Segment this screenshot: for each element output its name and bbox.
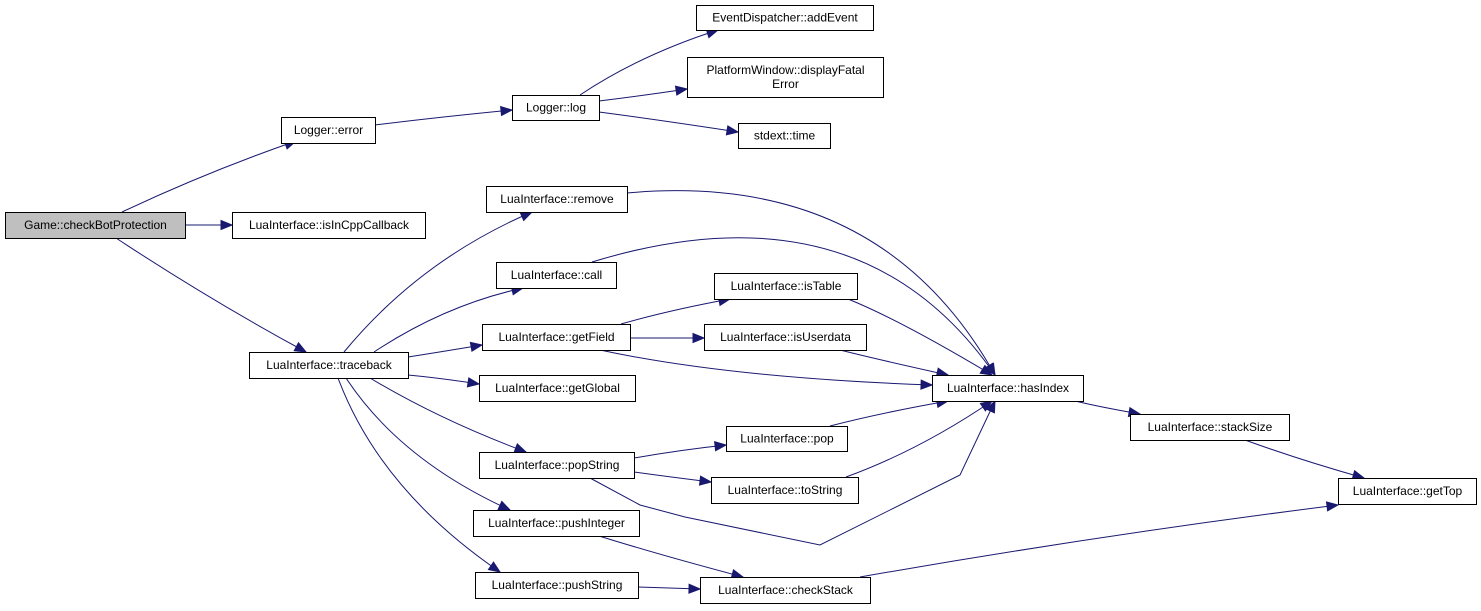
edge-game-checkbotprotection-to-luainterface-isincppcallback — [184, 219, 234, 231]
node-label: LuaInterface::pushString — [492, 578, 623, 592]
node-label: Logger::error — [294, 123, 363, 137]
edge-luainterface-pop-to-luainterface-hasindex — [829, 397, 950, 427]
edge-luainterface-traceback-to-luainterface-getfield — [407, 341, 484, 358]
node-label: LuaInterface::toString — [728, 483, 843, 497]
node-label: LuaInterface::checkStack — [718, 583, 854, 597]
node-luainterface-gettop[interactable]: LuaInterface::getTop — [1338, 478, 1477, 505]
node-label: LuaInterface::pushInteger — [488, 516, 625, 530]
edge-luainterface-popstring-to-luainterface-hasindex — [589, 399, 996, 546]
edge-luainterface-pushstring-to-luainterface-checkstack — [637, 583, 702, 594]
node-eventdispatcher-addevent[interactable]: EventDispatcher::addEvent — [696, 5, 874, 31]
call-edges — [115, 28, 1366, 594]
node-luainterface-pushstring[interactable]: LuaInterface::pushString — [475, 572, 639, 599]
node-label: LuaInterface::getGlobal — [495, 381, 620, 395]
node-luainterface-call[interactable]: LuaInterface::call — [496, 262, 617, 289]
edge-logger-error-to-logger-log — [374, 105, 514, 126]
edge-luainterface-traceback-to-luainterface-pushinteger — [345, 377, 512, 511]
node-game-checkbotprotection[interactable]: Game::checkBotProtection — [5, 212, 186, 239]
node-luainterface-getglobal[interactable]: LuaInterface::getGlobal — [479, 375, 636, 402]
node-luainterface-traceback[interactable]: LuaInterface::traceback — [249, 352, 409, 379]
node-label: LuaInterface::hasIndex — [947, 381, 1069, 395]
edge-luainterface-checkstack-to-luainterface-gettop — [859, 501, 1340, 578]
edge-luainterface-popstring-to-luainterface-pop — [633, 441, 728, 459]
node-label: LuaInterface::call — [511, 268, 602, 282]
node-label: LuaInterface::stackSize — [1148, 420, 1273, 434]
edge-logger-log-to-stdext-time — [598, 111, 740, 136]
node-luainterface-isincppcallback[interactable]: LuaInterface::isInCppCallback — [232, 212, 426, 239]
edge-luainterface-getfield-to-luainterface-istable — [620, 295, 732, 325]
edge-luainterface-stacksize-to-luainterface-gettop — [1244, 439, 1366, 480]
node-stdext-time[interactable]: stdext::time — [738, 123, 831, 149]
node-label: LuaInterface::getTop — [1353, 484, 1463, 498]
node-luainterface-popstring[interactable]: LuaInterface::popString — [479, 452, 635, 479]
node-luainterface-isuserdata[interactable]: LuaInterface::isUserdata — [704, 324, 867, 351]
node-luainterface-getfield[interactable]: LuaInterface::getField — [482, 324, 631, 351]
node-label: stdext::time — [754, 129, 816, 143]
edge-luainterface-call-to-luainterface-hasindex — [591, 237, 996, 377]
node-label: LuaInterface::popString — [495, 458, 620, 472]
node-label: Game::checkBotProtection — [24, 218, 167, 232]
node-label: EventDispatcher::addEvent — [712, 11, 858, 25]
node-label: LuaInterface::isInCppCallback — [249, 218, 410, 232]
node-label: LuaInterface::traceback — [266, 358, 392, 372]
node-label: LuaInterface::getField — [498, 330, 614, 344]
edge-luainterface-tostring-to-luainterface-hasindex — [845, 400, 994, 478]
node-label: Error — [772, 77, 799, 91]
node-luainterface-pushinteger[interactable]: LuaInterface::pushInteger — [473, 510, 640, 537]
edge-luainterface-getfield-to-luainterface-isuserdata — [629, 332, 706, 344]
node-luainterface-tostring[interactable]: LuaInterface::toString — [711, 477, 859, 504]
edge-luainterface-istable-to-luainterface-hasindex — [847, 298, 994, 376]
node-luainterface-istable[interactable]: LuaInterface::isTable — [714, 273, 858, 300]
node-luainterface-remove[interactable]: LuaInterface::remove — [486, 186, 628, 213]
edge-game-checkbotprotection-to-logger-error — [121, 139, 298, 213]
node-luainterface-pop[interactable]: LuaInterface::pop — [726, 426, 848, 452]
node-luainterface-stacksize[interactable]: LuaInterface::stackSize — [1130, 414, 1290, 441]
edge-logger-log-to-platformwindow-displayfatal-error — [598, 85, 689, 102]
edge-luainterface-traceback-to-luainterface-pushstring — [337, 377, 502, 573]
node-logger-error[interactable]: Logger::error — [281, 117, 376, 144]
node-luainterface-hasindex[interactable]: LuaInterface::hasIndex — [932, 375, 1084, 402]
node-luainterface-checkstack[interactable]: LuaInterface::checkStack — [700, 577, 871, 604]
node-label: LuaInterface::isTable — [731, 279, 842, 293]
node-label: Logger::log — [526, 101, 586, 115]
node-label: LuaInterface::remove — [500, 192, 614, 206]
node-label: LuaInterface::isUserdata — [720, 330, 851, 344]
node-label: LuaInterface::pop — [740, 432, 834, 446]
function-nodes: Game::checkBotProtection Logger::error Log… — [5, 5, 1477, 604]
edge-luainterface-getfield-to-luainterface-hasindex — [599, 349, 934, 390]
edge-luainterface-popstring-to-luainterface-tostring — [633, 471, 713, 486]
node-logger-log[interactable]: Logger::log — [512, 95, 600, 121]
edge-game-checkbotprotection-to-luainterface-traceback — [115, 237, 308, 353]
node-label: PlatformWindow::displayFatal — [706, 63, 864, 77]
edge-luainterface-isuserdata-to-luainterface-hasindex — [839, 349, 950, 378]
edge-luainterface-traceback-to-luainterface-getglobal — [407, 374, 481, 388]
